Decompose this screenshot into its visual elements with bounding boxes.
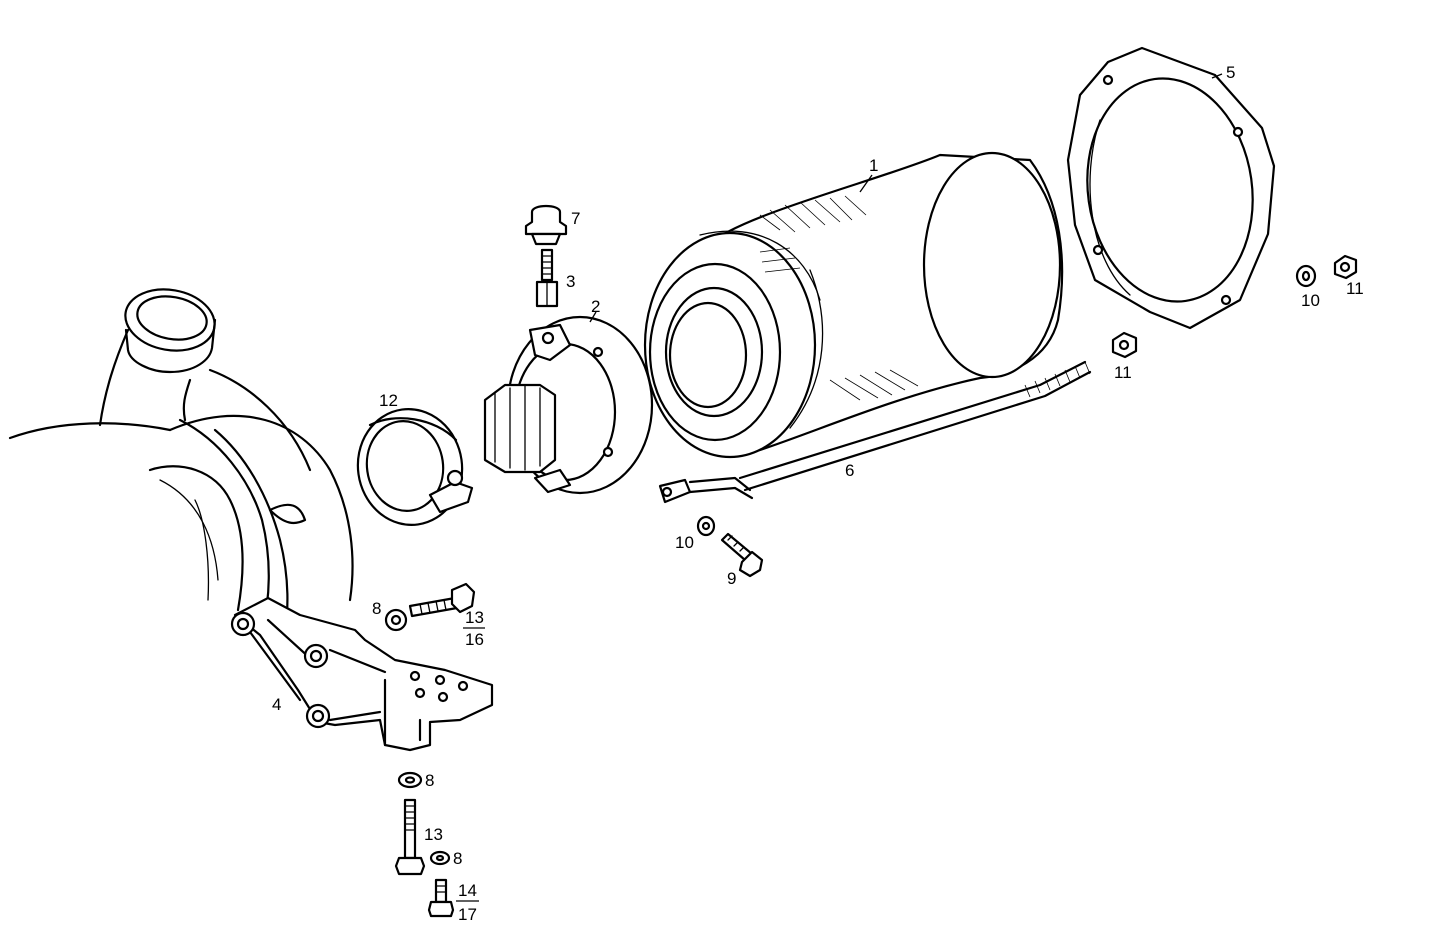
leader-1 bbox=[859, 174, 873, 193]
callout-8-washer-mid: 8 bbox=[372, 599, 381, 618]
valve-and-stud bbox=[524, 204, 568, 308]
bracket bbox=[230, 596, 494, 752]
callout-6: 6 bbox=[845, 461, 854, 480]
callout-11-right: 11 bbox=[1346, 279, 1364, 298]
callout-16-denominator: 16 bbox=[465, 630, 484, 649]
threaded-rod bbox=[658, 360, 1092, 504]
callout-10-right: 10 bbox=[1301, 291, 1320, 310]
gasket-flange bbox=[1066, 46, 1276, 330]
filter-cover bbox=[483, 315, 654, 495]
callout-4: 4 bbox=[272, 695, 281, 714]
callout-13-vertical-bolt: 13 bbox=[424, 825, 443, 844]
air-filter bbox=[643, 151, 1064, 459]
callout-17-denominator: 17 bbox=[458, 905, 477, 924]
callout-8-washer-bottom: 8 bbox=[453, 849, 462, 868]
callout-10-lower: 10 bbox=[675, 533, 694, 552]
callout-11-middle: 11 bbox=[1114, 363, 1132, 382]
callout-9: 9 bbox=[727, 569, 736, 588]
callout-3: 3 bbox=[566, 272, 575, 291]
callout-14-numerator: 14 bbox=[458, 881, 477, 900]
callout-2: 2 bbox=[591, 297, 600, 316]
callout-1: 1 bbox=[869, 156, 878, 175]
callout-5: 5 bbox=[1226, 63, 1235, 82]
hardware bbox=[384, 254, 1358, 918]
turbo-housing bbox=[8, 288, 354, 642]
leader-2 bbox=[589, 311, 597, 323]
callout-12: 12 bbox=[379, 391, 398, 410]
callout-8-washer-lower: 8 bbox=[425, 771, 434, 790]
leader-5 bbox=[1211, 73, 1223, 79]
callout-13-numerator: 13 bbox=[465, 608, 484, 627]
callout-7: 7 bbox=[571, 209, 580, 228]
hose-clamp bbox=[356, 408, 474, 526]
callout-labels: 1 2 3 4 5 6 7 8 8 8 9 10 10 11 11 12 13 … bbox=[272, 63, 1364, 924]
